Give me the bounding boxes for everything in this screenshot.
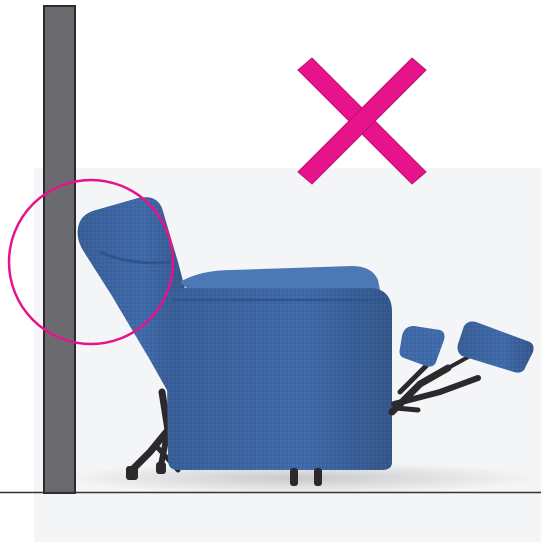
wall	[44, 6, 75, 493]
front-foot-right	[314, 468, 322, 486]
front-foot-left	[290, 468, 298, 486]
x-mark-icon	[298, 58, 426, 184]
